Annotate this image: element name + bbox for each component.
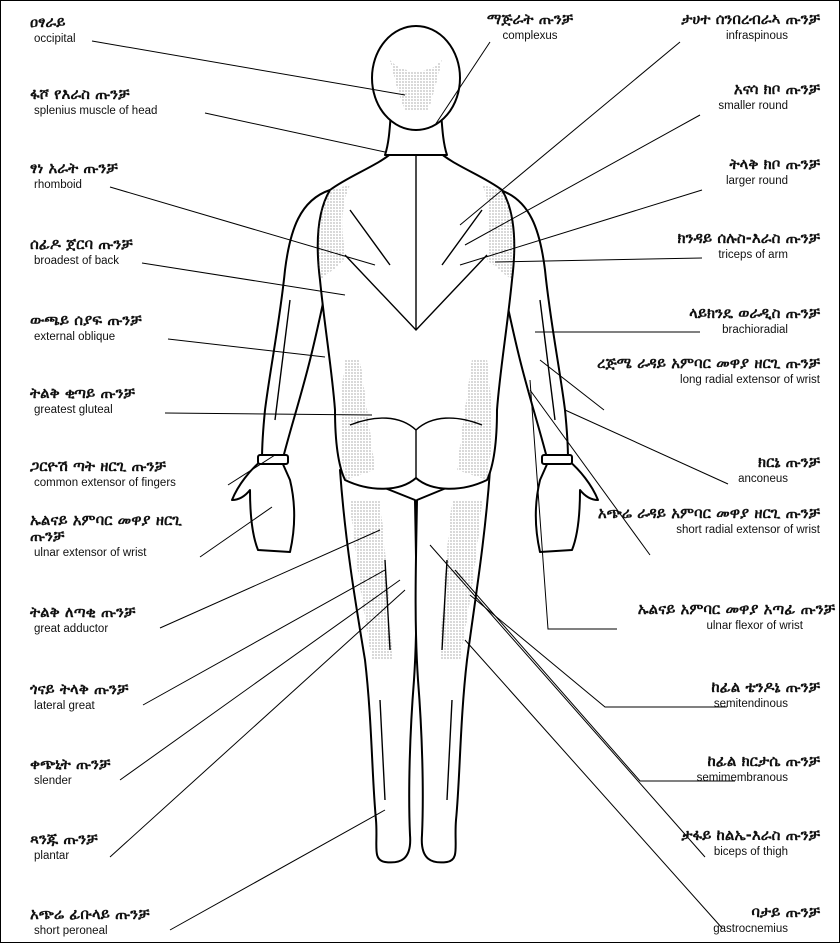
label-en: greatest gluteal [30, 404, 260, 416]
label-broadest-of-back: ሰፊዶ ጀርባ ጡንቻ broadest of back [30, 237, 260, 267]
label-am: ታሀተ ሰንበረብራኣ ጡንቻ [590, 12, 820, 28]
label-am: ዐፃራይ [30, 15, 260, 31]
label-external-oblique: ውጫይ ሰያፍ ጡንቻ external oblique [30, 313, 260, 343]
label-en: short radial extensor of wrist [585, 524, 820, 536]
label-smaller-round: አናሳ ክቦ ጡንቻ smaller round [590, 82, 820, 112]
label-great-adductor: ትልቅ ለጣቂ ጡንቻ great adductor [30, 605, 260, 635]
label-en: slender [30, 775, 260, 787]
label-en: rhomboid [30, 179, 260, 191]
label-en: short peroneal [30, 925, 260, 937]
label-en: common extensor of fingers [30, 477, 260, 489]
wrist-band-right [542, 455, 572, 464]
label-am: ጻንጁ ጡንቻ [30, 832, 260, 848]
label-am: ውጫይ ሰያፍ ጡንቻ [30, 313, 260, 329]
label-en: occipital [30, 33, 260, 45]
label-slender: ቀጭኒት ጡንቻ slender [30, 757, 260, 787]
label-anconeus: ክርኔ ጡንቻ anconeus [590, 455, 820, 485]
label-brachioradial: ላይክንዴ ወራዲስ ጡንቻ brachioradial [590, 306, 820, 336]
label-am: ቀጭኒት ጡንቻ [30, 757, 260, 773]
label-rhomboid: ፃነ አራት ጡንቻ rhomboid [30, 161, 260, 191]
label-en: biceps of thigh [590, 846, 820, 858]
label-gastrocnemius: ባታይ ጡንቻ gastrocnemius [590, 905, 820, 935]
label-am: ላይክንዴ ወራዲስ ጡንቻ [590, 306, 820, 322]
label-en: gastrocnemius [590, 923, 820, 935]
label-larger-round: ትላቅ ክቦ ጡንቻ larger round [590, 157, 820, 187]
label-complexus: ማጅራት ጡንቻ complexus [450, 12, 610, 42]
label-am: ከፊል ቴንዶኔ ጡንቻ [590, 680, 820, 696]
label-short-peroneal: አጭሬ ፊቡላይ ጡንቻ short peroneal [30, 907, 260, 937]
label-occipital: ዐፃራይ occipital [30, 15, 260, 45]
label-en: broadest of back [30, 255, 260, 267]
label-am: ሰፊዶ ጀርባ ጡንቻ [30, 237, 260, 253]
label-am: አናሳ ክቦ ጡንቻ [590, 82, 820, 98]
label-en: splenius muscle of head [30, 105, 260, 117]
label-en: lateral great [30, 700, 260, 712]
label-am: አጭሬ ራዳይ አምባር መዋያ ዘርጊ ጡንቻ [585, 506, 820, 522]
label-am: ጎናይ ትላቅ ጡንቻ [30, 682, 260, 698]
label-en: ulnar flexor of wrist [540, 620, 835, 632]
label-en: infraspinous [590, 30, 820, 42]
label-lateral-great: ጎናይ ትላቅ ጡንቻ lateral great [30, 682, 260, 712]
label-plantar: ጻንጁ ጡንቻ plantar [30, 832, 260, 862]
label-am: ረጅሜ ራዳይ አምባር መዋያ ዘርጊ ጡንቻ [585, 356, 820, 372]
label-am: ትላቅ ክቦ ጡንቻ [590, 157, 820, 173]
label-long-radial-extensor-of-wrist: ረጅሜ ራዳይ አምባር መዋያ ዘርጊ ጡንቻ long radial ext… [585, 356, 820, 386]
label-en: anconeus [590, 473, 820, 485]
label-en: semimembranous [590, 772, 820, 784]
label-semitendinous: ከፊል ቴንዶኔ ጡንቻ semitendinous [590, 680, 820, 710]
label-en: smaller round [590, 100, 820, 112]
label-infraspinous: ታሀተ ሰንበረብራኣ ጡንቻ infraspinous [590, 12, 820, 42]
label-am: ክንዳይ ሰሉስ-እራስ ጡንቻ [590, 231, 820, 247]
label-en: semitendinous [590, 698, 820, 710]
label-am: ኡልናይ አምባር መዋያ ዘርጊ ጡንቻ [30, 513, 220, 545]
label-en: triceps of arm [590, 249, 820, 261]
label-en: great adductor [30, 623, 260, 635]
label-semimembranous: ከፊል ክርታሴ ጡንቻ semimembranous [590, 754, 820, 784]
label-common-extensor-of-fingers: ጋርዮሽ ጣት ዘርጊ ጡንቻ common extensor of finge… [30, 459, 260, 489]
label-en: external oblique [30, 331, 260, 343]
label-am: ጋርዮሽ ጣት ዘርጊ ጡንቻ [30, 459, 260, 475]
label-am: ታፋይ ከልኤ-እራስ ጡንቻ [590, 828, 820, 844]
label-am: ከፊል ክርታሴ ጡንቻ [590, 754, 820, 770]
label-greatest-gluteal: ትልቅ ቂጣይ ጡንቻ greatest gluteal [30, 386, 260, 416]
label-en: plantar [30, 850, 260, 862]
label-en: complexus [450, 30, 610, 42]
label-en: larger round [590, 175, 820, 187]
label-splenius: ፋሾ የእራስ ጡንቻ splenius muscle of head [30, 87, 260, 117]
label-am: ትልቅ ቂጣይ ጡንቻ [30, 386, 260, 402]
label-am: ክርኔ ጡንቻ [590, 455, 820, 471]
label-am: ባታይ ጡንቻ [590, 905, 820, 921]
label-am: ኡልናይ አምባር መዋያ አጣፊ ጡንቻ [540, 602, 835, 618]
label-am: ፃነ አራት ጡንቻ [30, 161, 260, 177]
label-ulnar-flexor-of-wrist: ኡልናይ አምባር መዋያ አጣፊ ጡንቻ ulnar flexor of wr… [540, 602, 835, 632]
label-am: አጭሬ ፊቡላይ ጡንቻ [30, 907, 260, 923]
label-biceps-of-thigh: ታፋይ ከልኤ-እራስ ጡንቻ biceps of thigh [590, 828, 820, 858]
label-am: ትልቅ ለጣቂ ጡንቻ [30, 605, 260, 621]
label-en: ulnar extensor of wrist [30, 547, 220, 559]
label-en: long radial extensor of wrist [585, 374, 820, 386]
label-ulnar-extensor-of-wrist: ኡልናይ አምባር መዋያ ዘርጊ ጡንቻ ulnar extensor of … [30, 513, 220, 559]
label-en: brachioradial [590, 324, 820, 336]
label-am: ፋሾ የእራስ ጡንቻ [30, 87, 260, 103]
label-triceps-of-arm: ክንዳይ ሰሉስ-እራስ ጡንቻ triceps of arm [590, 231, 820, 261]
label-am: ማጅራት ጡንቻ [450, 12, 610, 28]
label-short-radial-extensor-of-wrist: አጭሬ ራዳይ አምባር መዋያ ዘርጊ ጡንቻ short radial ex… [585, 506, 820, 536]
